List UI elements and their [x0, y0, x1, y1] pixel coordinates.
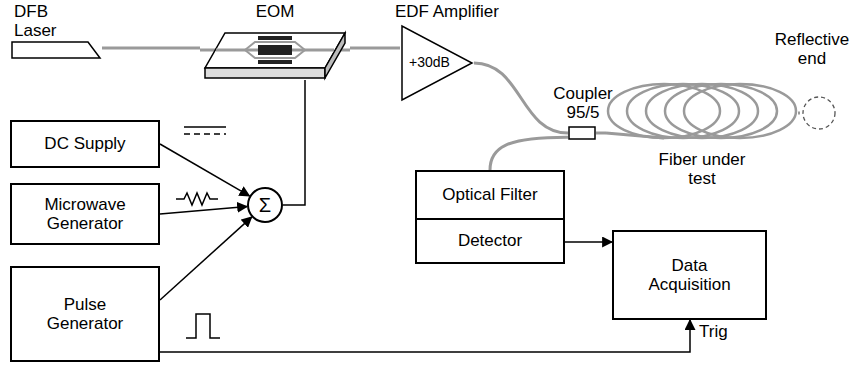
trigger-label: Trig: [697, 322, 730, 341]
gain-label: +30dB: [409, 55, 450, 69]
box-label: Optical Filter: [442, 185, 537, 204]
box-label: Pulse Generator: [35, 295, 135, 333]
part-label: DFB Laser: [14, 2, 74, 40]
dfb-laser-outline: [10, 39, 102, 61]
data-acquisition-box: Data Acquisition: [612, 230, 767, 320]
fiber-coil: Fiber under test: [606, 82, 798, 194]
optical-fiber: [798, 112, 800, 115]
fiber-coupler-outline: [568, 126, 596, 140]
signal-wire: [283, 80, 305, 205]
dc-symbol: [184, 133, 226, 135]
dc-symbol: [184, 126, 226, 128]
box-label: Microwave Generator: [20, 195, 150, 233]
microwave-generator-box: Microwave Generator: [10, 183, 160, 245]
part-label: Fiber under test: [652, 150, 752, 188]
pulse-generator-box: Pulse Generator: [10, 266, 160, 362]
eom-modulator-outline: [200, 28, 350, 80]
part-label: EOM: [200, 2, 350, 21]
eom-modulator: EOM: [200, 2, 350, 80]
signal-wire: [160, 144, 249, 196]
dfb-laser: DFB Laser: [10, 2, 110, 62]
reflective-end-outline: [800, 94, 838, 132]
signal-wire: [565, 241, 612, 243]
edf-amplifier: EDF Amplifier +30dB: [395, 2, 540, 102]
summing-junction: Σ: [247, 187, 283, 223]
microwave-symbol: [176, 193, 218, 205]
box-label: DC Supply: [44, 134, 125, 153]
signal-wire: [160, 207, 247, 214]
sum-symbol: Σ: [259, 194, 271, 216]
detector-box: Detector: [415, 218, 565, 264]
optical-fiber: [350, 47, 400, 50]
box-label: Data Acquisition: [632, 256, 747, 294]
fiber-coil-outline: [606, 82, 798, 144]
optical-fiber: [596, 132, 606, 135]
optical-fiber: [490, 137, 568, 170]
pulse-symbol: [186, 314, 220, 338]
signal-wire: [160, 320, 690, 352]
part-label: EDF Amplifier: [395, 2, 499, 21]
optical-filter-box: Optical Filter: [415, 170, 565, 220]
reflective-end: Reflective end: [772, 30, 852, 134]
dc-supply-box: DC Supply: [10, 120, 160, 168]
fiber-coupler: Coupler 95/5: [552, 84, 614, 144]
box-label: Detector: [458, 231, 522, 250]
part-label: Coupler 95/5: [552, 84, 614, 122]
optical-fiber: [102, 47, 200, 50]
signal-wire: [160, 217, 252, 300]
part-label: Reflective end: [772, 30, 852, 68]
